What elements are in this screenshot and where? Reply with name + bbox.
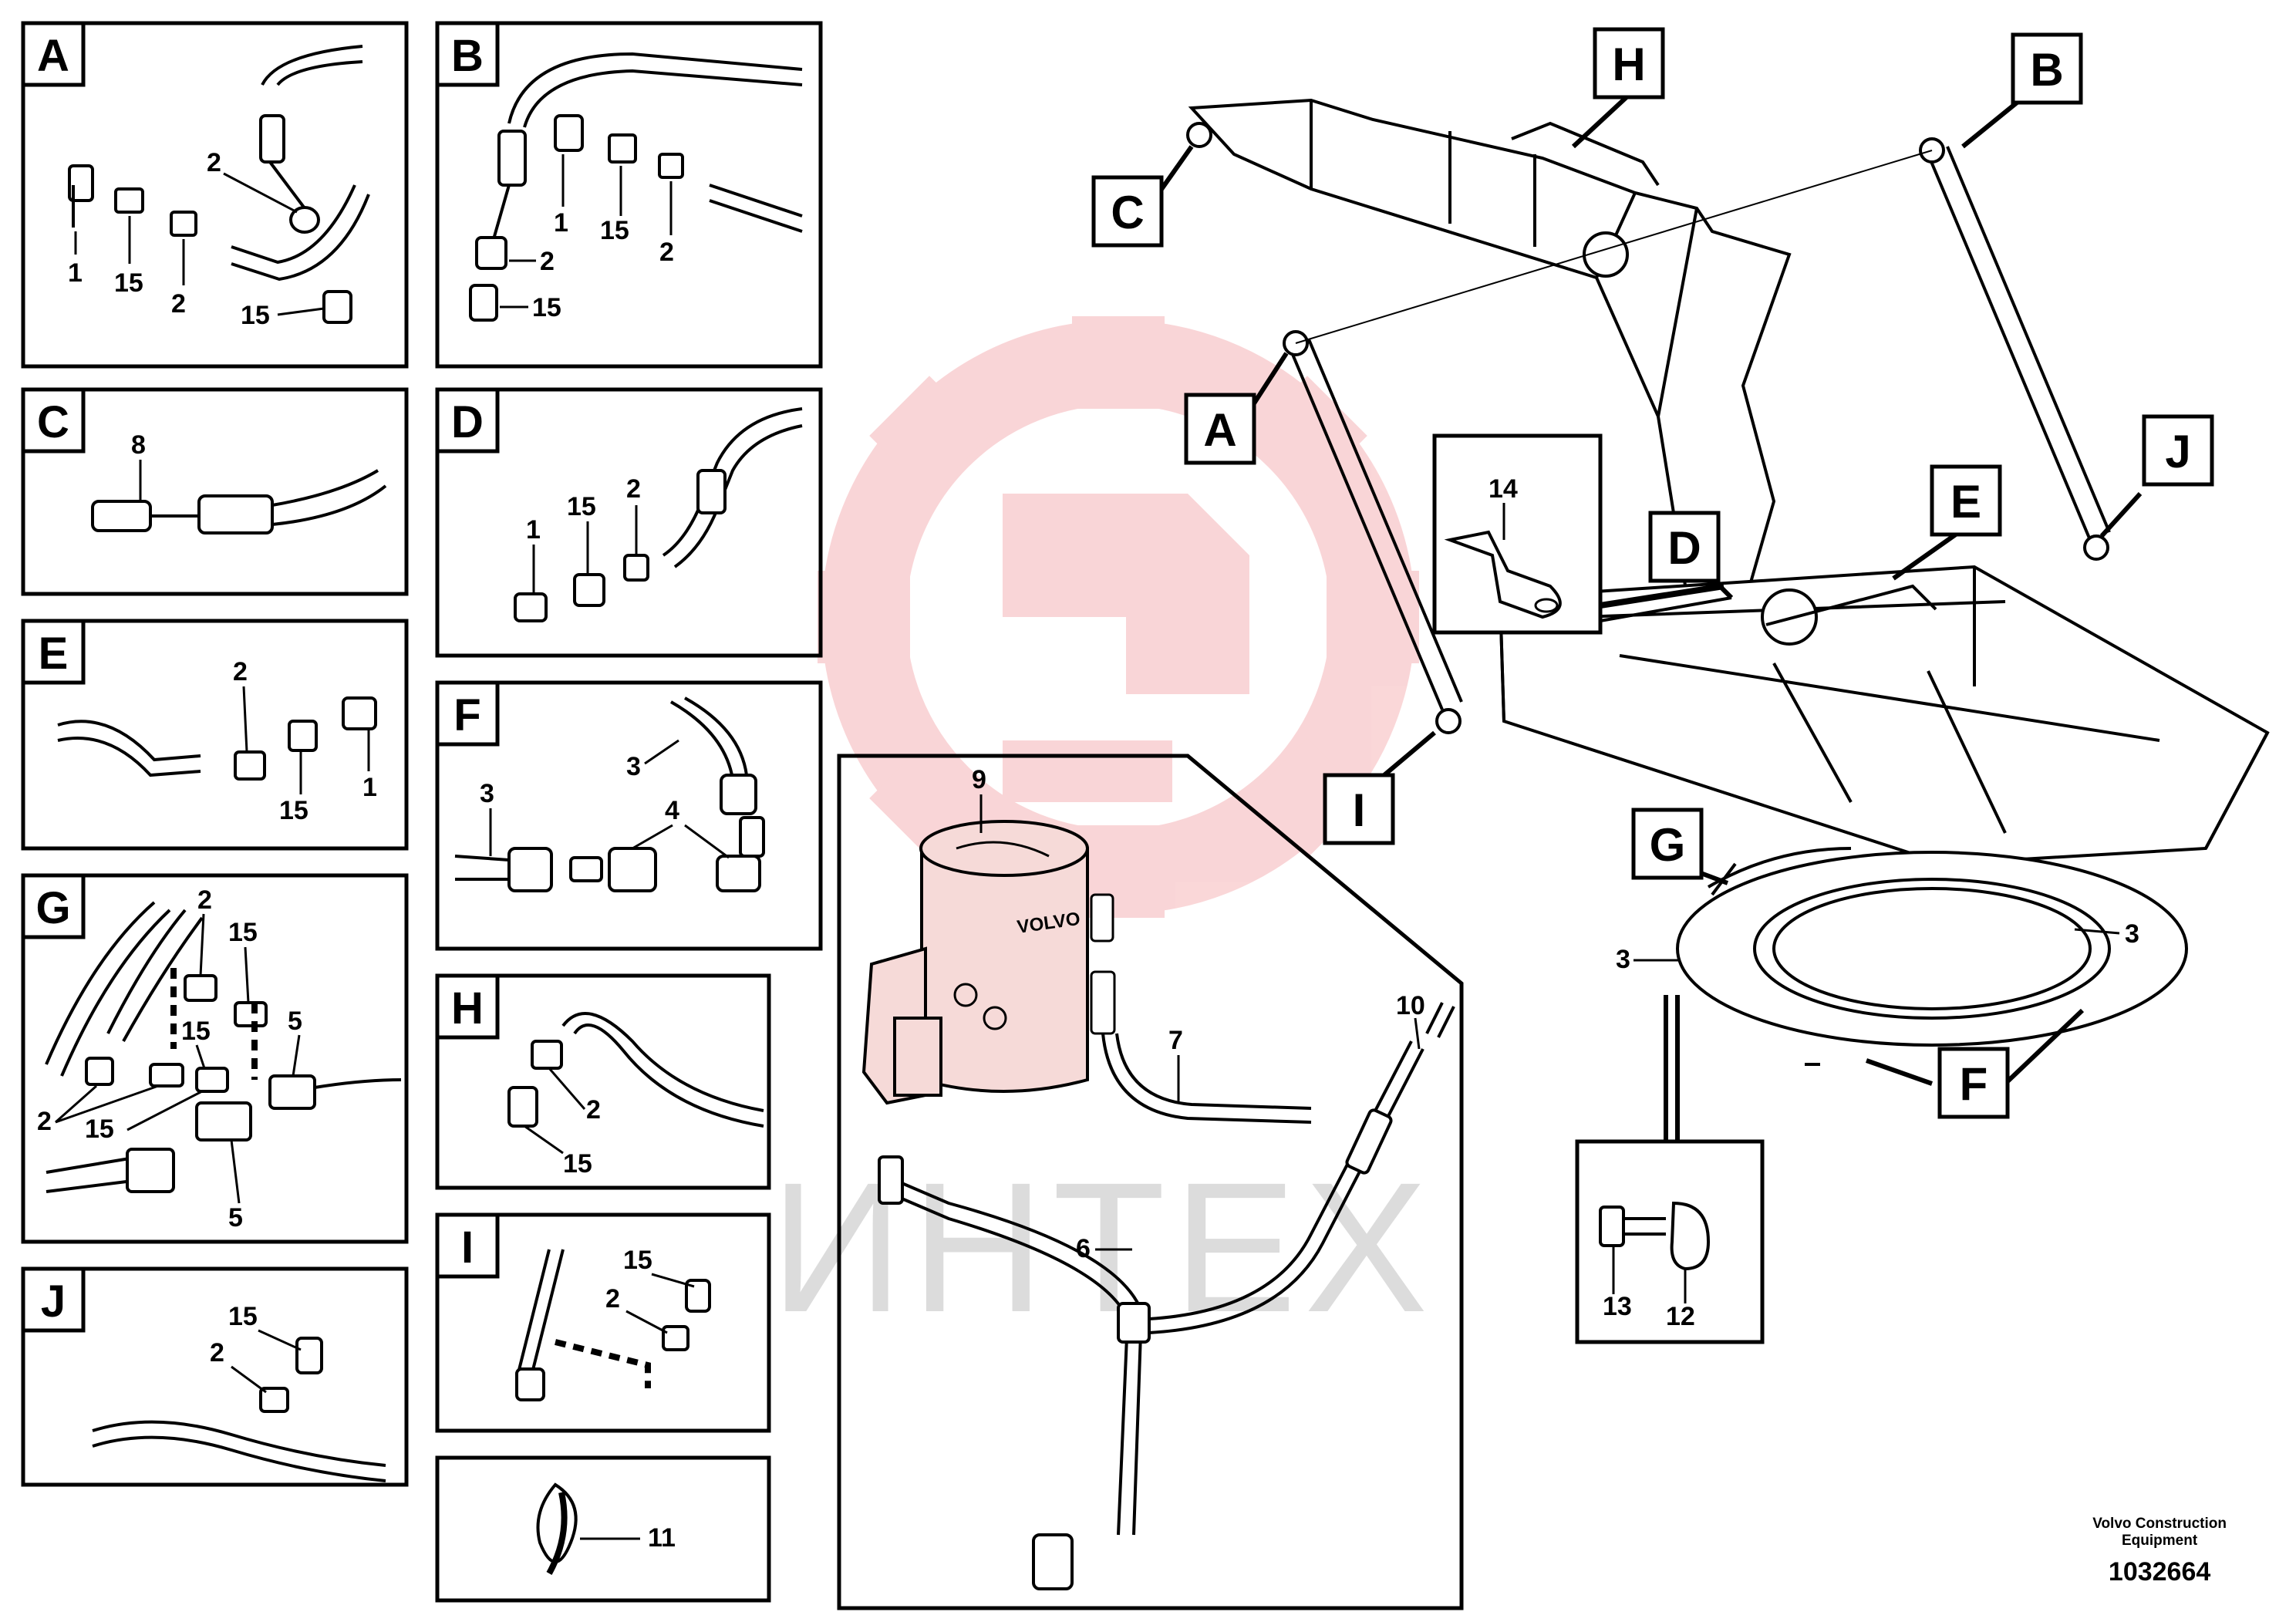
panel-b-callout-5: 15 [532, 293, 561, 322]
detail-panel-b: B 1 15 2 2 15 [435, 21, 823, 369]
detail-panel-c: C 8 [21, 387, 409, 596]
panel-g-callout-7: 5 [228, 1203, 243, 1233]
machine-label-g-text: G [1650, 819, 1686, 871]
panel-d-callout-3: 1 [526, 515, 541, 545]
machine-label-e-text: E [1950, 476, 1981, 528]
manufacturer-line-2: Equipment [2122, 1533, 2198, 1549]
clamp-detail: 13 12 [1575, 995, 1765, 1344]
panel-b-callout-4: 2 [540, 247, 555, 276]
lubrication-pump-detail: VOLVO 9 7 10 6 [837, 754, 1464, 1610]
panel-j-callout-1: 15 [228, 1302, 258, 1331]
panel-a-callout-2: 1 [68, 258, 83, 288]
panel-c-callout-1: 8 [131, 430, 146, 460]
panel-h-callout-1: 2 [586, 1095, 601, 1125]
panel-e-callout-1: 2 [233, 657, 248, 686]
panel-a-callout-3: 15 [114, 268, 143, 298]
drawing-number: 1032664 [2108, 1557, 2211, 1587]
panel-d-callout-1: 15 [567, 492, 596, 521]
detail-panel-a: A 2 1 15 2 15 [21, 21, 409, 369]
panel-j-letter: J [41, 1276, 66, 1327]
panel-f-callout-3: 4 [665, 796, 679, 825]
manufacturer-line-1: Volvo Construction [2092, 1516, 2227, 1532]
cable-tie-callout: 11 [648, 1523, 676, 1553]
ring-callout-3-left: 3 [1616, 945, 1630, 974]
machine-label-d-text: D [1667, 522, 1701, 574]
panel-i-letter: I [461, 1222, 474, 1273]
panel-h-letter: H [451, 983, 484, 1034]
panel-b-callout-3: 2 [659, 238, 674, 267]
panel-i-callout-1: 15 [623, 1246, 652, 1275]
machine-label-a-text: A [1203, 404, 1236, 456]
panel-g-callout-4: 5 [288, 1007, 302, 1036]
panel-j-callout-2: 2 [210, 1338, 224, 1367]
ring-callout-3-right: 3 [2125, 919, 2139, 949]
detail-panel-h: H 2 15 [435, 973, 771, 1190]
machine-label-f: F [1937, 1047, 2010, 1119]
panel-c-letter: C [37, 397, 69, 447]
clamp-callout-13: 13 [1603, 1292, 1632, 1321]
machine-label-e: E [1930, 464, 2002, 537]
pump-callout-10: 10 [1396, 991, 1425, 1020]
panel-f-letter: F [453, 690, 480, 740]
pump-callout-7: 7 [1168, 1026, 1183, 1055]
machine-label-c-text: C [1111, 187, 1144, 238]
panel-g-callout-2: 15 [228, 918, 258, 947]
machine-label-c: C [1091, 175, 1164, 248]
machine-label-b: B [2011, 32, 2083, 105]
panel-h-callout-2: 15 [563, 1149, 592, 1179]
detail-panel-e: E 2 15 1 [21, 619, 409, 851]
machine-label-i: I [1323, 773, 1395, 845]
machine-label-b-text: B [2030, 44, 2063, 96]
detail-panel-cable-tie: 11 [435, 1455, 771, 1603]
panel-b-callout-1: 1 [554, 208, 568, 238]
panel-g-letter: G [35, 883, 70, 933]
detail-panel-j: J 15 2 [21, 1266, 409, 1487]
machine-label-i-text: I [1353, 784, 1366, 836]
panel-i-callout-2: 2 [605, 1284, 620, 1313]
panel-d-letter: D [451, 397, 484, 447]
machine-label-d: D [1648, 511, 1721, 583]
panel-a-callout-1: 2 [207, 148, 221, 177]
bracket-callout-14: 14 [1489, 474, 1518, 504]
machine-label-j: J [2142, 414, 2214, 487]
machine-label-h-text: H [1612, 39, 1645, 90]
panel-b-letter: B [451, 31, 484, 81]
panel-e-callout-2: 15 [279, 796, 308, 825]
panel-g-callout-1: 2 [197, 885, 212, 915]
panel-e-letter: E [39, 629, 69, 679]
panel-a-callout-5: 15 [241, 301, 270, 330]
panel-g-callout-6: 15 [85, 1114, 114, 1144]
excavator-boom-frame [1186, 98, 2270, 1066]
pump-callout-9: 9 [972, 765, 986, 794]
machine-label-j-text: J [2165, 426, 2190, 477]
panel-g-callout-3: 15 [181, 1017, 211, 1046]
panel-a-callout-4: 2 [171, 289, 186, 319]
machine-label-a: A [1184, 393, 1256, 465]
drawing-credit: Volvo Construction Equipment 1032664 [2092, 1516, 2227, 1587]
detail-panel-d: D 15 2 1 [435, 387, 823, 658]
panel-d-callout-2: 2 [626, 474, 641, 504]
machine-label-f-text: F [1960, 1058, 1988, 1110]
panel-f-callout-2: 3 [480, 779, 494, 808]
pump-callout-6: 6 [1076, 1234, 1091, 1263]
bracket-detail: 14 [1432, 433, 1732, 635]
detail-panel-i: I 15 2 [435, 1212, 771, 1433]
panel-g-callout-5: 2 [37, 1107, 52, 1136]
machine-label-h: H [1593, 27, 1665, 99]
panel-f-callout-1: 3 [626, 752, 641, 781]
machine-label-g: G [1631, 808, 1704, 880]
lubrication-pump: VOLVO [861, 820, 1116, 1105]
panel-a-letter: A [37, 31, 69, 81]
detail-panel-g: G 2 15 15 5 2 15 5 [21, 873, 409, 1244]
clamp-callout-12: 12 [1666, 1302, 1695, 1331]
panel-b-callout-2: 15 [600, 216, 629, 245]
watermark-text: ИНТЕХ [770, 1144, 1436, 1351]
detail-panel-f: F 3 3 4 [435, 680, 823, 951]
panel-e-callout-3: 1 [362, 773, 377, 802]
